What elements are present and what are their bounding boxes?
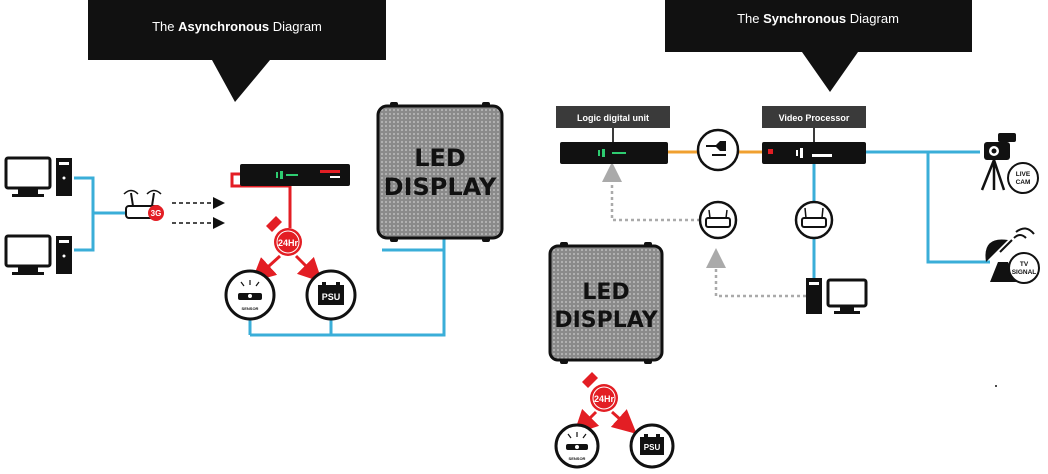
sync-callout: The Synchronous Diagram xyxy=(665,0,972,92)
svg-text:3G: 3G xyxy=(151,209,162,218)
stray-dot xyxy=(995,385,997,387)
sensor-icon: SENSOR xyxy=(224,269,276,321)
timer-24hr-badge: 24Hr xyxy=(582,372,618,412)
svg-text:PSU: PSU xyxy=(644,443,661,452)
led-display-panel: LED DISPLAY xyxy=(376,102,504,242)
timer-24hr-badge: 24Hr xyxy=(266,216,302,256)
router-3g-icon: 3G xyxy=(123,189,164,221)
svg-text:24Hr: 24Hr xyxy=(594,394,615,404)
router-icon xyxy=(698,200,738,240)
computer-icon xyxy=(4,234,72,275)
svg-text:LED: LED xyxy=(582,280,629,305)
svg-text:DISPLAY: DISPLAY xyxy=(384,173,497,201)
svg-text:The Synchronous Diagram: The Synchronous Diagram xyxy=(737,11,899,26)
camera-icon xyxy=(980,133,1016,191)
svg-text:24Hr: 24Hr xyxy=(278,238,299,248)
sync-cables xyxy=(812,150,990,282)
sensor-icon: SENSOR xyxy=(554,423,600,469)
logic-unit-label: Logic digital unit xyxy=(556,106,670,142)
computer-icon xyxy=(4,156,72,197)
logic-digital-unit xyxy=(560,142,668,164)
svg-text:Logic digital unit: Logic digital unit xyxy=(577,113,649,123)
psu-icon: PSU xyxy=(305,269,357,321)
psu-icon: PSU xyxy=(629,423,675,469)
fiber-converter-icon xyxy=(696,128,740,172)
video-processor-label: Video Processor xyxy=(762,106,866,142)
video-processor-unit xyxy=(762,142,866,164)
svg-text:DISPLAY: DISPLAY xyxy=(554,308,658,333)
svg-text:SIGNAL: SIGNAL xyxy=(1012,269,1037,276)
wireless-arrows xyxy=(172,197,225,229)
router-icon xyxy=(794,200,834,240)
live-cam-badge: LIVE CAM xyxy=(1007,162,1039,194)
svg-text:CAM: CAM xyxy=(1016,179,1031,186)
svg-text:Video Processor: Video Processor xyxy=(779,113,850,123)
svg-text:SENSOR: SENSOR xyxy=(242,306,259,311)
svg-text:LIVE: LIVE xyxy=(1016,171,1031,178)
tv-signal-badge: TV SIGNAL xyxy=(1008,252,1040,284)
svg-text:The Asynchronous Diagram: The Asynchronous Diagram xyxy=(152,19,322,34)
power-lines xyxy=(573,408,637,435)
svg-text:TV: TV xyxy=(1020,261,1029,268)
computer-icon xyxy=(806,278,868,314)
svg-text:LED: LED xyxy=(414,144,466,172)
led-display-panel: LED DISPLAY xyxy=(548,242,664,364)
control-link xyxy=(602,162,806,298)
async-callout: The Asynchronous Diagram xyxy=(88,0,386,102)
svg-text:PSU: PSU xyxy=(322,292,341,302)
controller-box xyxy=(240,164,350,186)
svg-text:SENSOR: SENSOR xyxy=(569,456,586,461)
